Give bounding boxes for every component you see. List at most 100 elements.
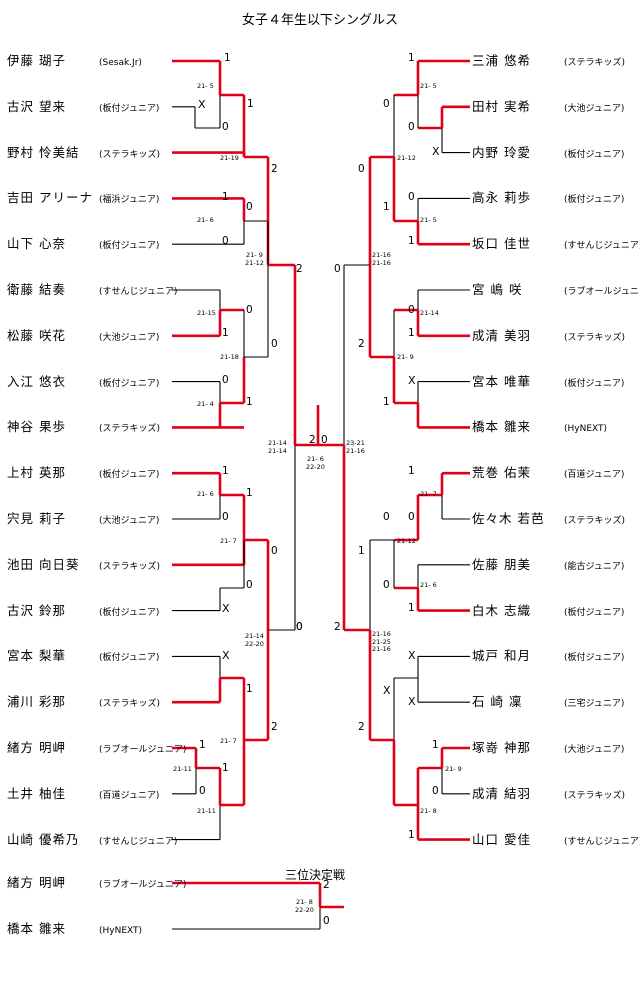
left-player-entry: 土井 柚佳(百道ジュニア)	[7, 786, 159, 802]
player-team: (百道ジュニア)	[99, 790, 160, 801]
score-label: 1	[408, 602, 415, 614]
score-label: 0	[383, 579, 390, 591]
player-team: (板付ジュニア)	[99, 470, 160, 481]
player-name: 衛藤 結奏	[7, 282, 66, 297]
player-name: 山崎 優希乃	[7, 831, 80, 847]
score-label: 0	[408, 191, 415, 203]
player-name: 古沢 鈴那	[7, 602, 66, 618]
left-player-entry: 宍見 莉子(大池ジュニア)	[7, 511, 159, 527]
game-score-label: 21- 5	[197, 82, 214, 90]
player-team: (板付ジュニア)	[564, 378, 625, 389]
player-team: (ステラキッズ)	[564, 58, 626, 68]
score-label: 0	[334, 263, 341, 275]
left-player-entry: 松藤 咲花 (大池ジュニア)	[7, 328, 159, 344]
player-team: (すせんじジュニア)	[564, 836, 640, 847]
right-player-entry: 坂口 佳世(すせんじジュニア)	[472, 236, 640, 252]
right-player-entry: 高永 莉歩(板付ジュニア)	[472, 190, 624, 206]
player-team: (ステラキッズ)	[99, 561, 161, 572]
player-team: (板付ジュニア)	[564, 195, 625, 206]
game-score-label: 21-12	[397, 154, 416, 162]
player-team: (板付ジュニア)	[99, 653, 160, 664]
right-player-entry: 田村 実希(大池ジュニア)	[472, 99, 624, 115]
score-label: 2	[323, 879, 330, 891]
right-player-entry: 成清 結羽(ステラキッズ)	[472, 786, 625, 802]
game-score-label: 21- 7	[220, 537, 237, 545]
left-player-entry: 伊藤 瑚子(Sesak.Jr)	[7, 53, 142, 69]
left-player-entry: 野村 怜美結(ステラキッズ)	[7, 145, 160, 161]
score-label: 1	[408, 327, 415, 339]
left-player-entry: 山崎 優希乃(すせんじジュニア)	[7, 832, 177, 848]
player-team: (能古ジュニア)	[564, 561, 625, 572]
player-name: 成清 結羽	[472, 785, 531, 801]
player-team: (大池ジュニア)	[99, 332, 160, 343]
right-player-entry: 山口 愛佳 (すせんじジュニア)	[472, 832, 640, 848]
right-player-entry: 塚嵜 神那(大池ジュニア)	[472, 740, 624, 756]
right-player-entry: 石 崎 凜(三宅ジュニア)	[472, 694, 624, 710]
player-team: (すせんじジュニア)	[564, 241, 640, 252]
game-score-label: 21-19	[220, 154, 239, 162]
player-team: (板付ジュニア)	[564, 653, 625, 664]
right-player-entry: 佐々木 若芭(ステラキッズ)	[472, 511, 625, 527]
game-score-label: 21- 5	[420, 82, 437, 90]
player-name: 宍見 莉子	[7, 511, 66, 526]
player-name: 野村 怜美結	[7, 144, 80, 160]
score-label: 0	[296, 621, 303, 633]
player-name: 緒方 明岬	[7, 875, 66, 890]
score-label: 1	[246, 487, 253, 499]
score-label: 0	[296, 621, 303, 633]
score-label: 0	[271, 545, 278, 557]
game-score-label: 21-14	[420, 309, 439, 317]
player-team: (板付ジュニア)	[564, 149, 625, 160]
score-label: 1	[222, 762, 229, 774]
score-label: 1	[408, 235, 415, 247]
score-label: 0	[222, 374, 229, 386]
player-name: 白木 志織	[472, 602, 531, 618]
game-score-label: 21-18	[220, 353, 239, 361]
player-team: (ステラキッズ)	[99, 424, 161, 435]
page-title: 女子４年生以下シングルス	[241, 13, 398, 28]
player-name: 田村 実希	[472, 98, 531, 114]
score-label: 0	[323, 915, 330, 927]
game-score-label: 21- 8	[420, 807, 437, 815]
player-team: (百道ジュニア)	[564, 470, 625, 481]
player-name: 浦川 彩那	[7, 694, 66, 710]
score-label: 0	[358, 163, 365, 175]
score-label: 1	[408, 465, 415, 477]
score-label: 1	[222, 191, 229, 203]
walkover-mark: X	[222, 602, 230, 615]
left-player-entry: 入江 悠衣(板付ジュニア)	[7, 374, 159, 390]
player-name: 城戸 和月	[472, 648, 531, 664]
game-score-label: 21- 5	[420, 216, 437, 224]
score-label: 0	[383, 98, 390, 110]
player-name: 宮 嶋 咲	[472, 282, 523, 297]
score-label: 1	[383, 201, 390, 213]
player-team: (すせんじジュニア)	[99, 287, 178, 297]
score-label: 0	[408, 121, 415, 133]
score-label: 1	[224, 52, 231, 64]
left-player-entry: 上村 英那 (板付ジュニア)	[7, 465, 159, 481]
walkover-mark: X	[408, 649, 416, 662]
right-player-entry: 内野 玲愛(板付ジュニア)	[472, 145, 624, 161]
third-place-title: 三位決定戦	[285, 868, 346, 882]
left-player-entry: 衛藤 結奏 (すせんじジュニア)	[7, 282, 177, 298]
player-name: 松藤 咲花	[7, 327, 66, 343]
score-label: 0	[222, 121, 229, 133]
left-player-entry: 吉田 アリーナ(福浜ジュニア)	[7, 190, 159, 206]
right-player-entry: 宮本 唯華(板付ジュニア)	[472, 374, 624, 390]
score-label: 0	[408, 304, 415, 316]
player-name: 山口 愛佳	[472, 831, 531, 847]
game-score-label: 21-11	[173, 765, 192, 773]
player-team: (ラブオールジュニア)	[99, 745, 187, 755]
score-label: 0	[432, 785, 439, 797]
left-player-entry: 古沢 鈴那(板付ジュニア)	[7, 603, 159, 619]
player-name: 上村 英那	[7, 465, 66, 481]
player-name: 橋本 雛来	[7, 921, 66, 936]
score-label: 1	[432, 739, 439, 751]
